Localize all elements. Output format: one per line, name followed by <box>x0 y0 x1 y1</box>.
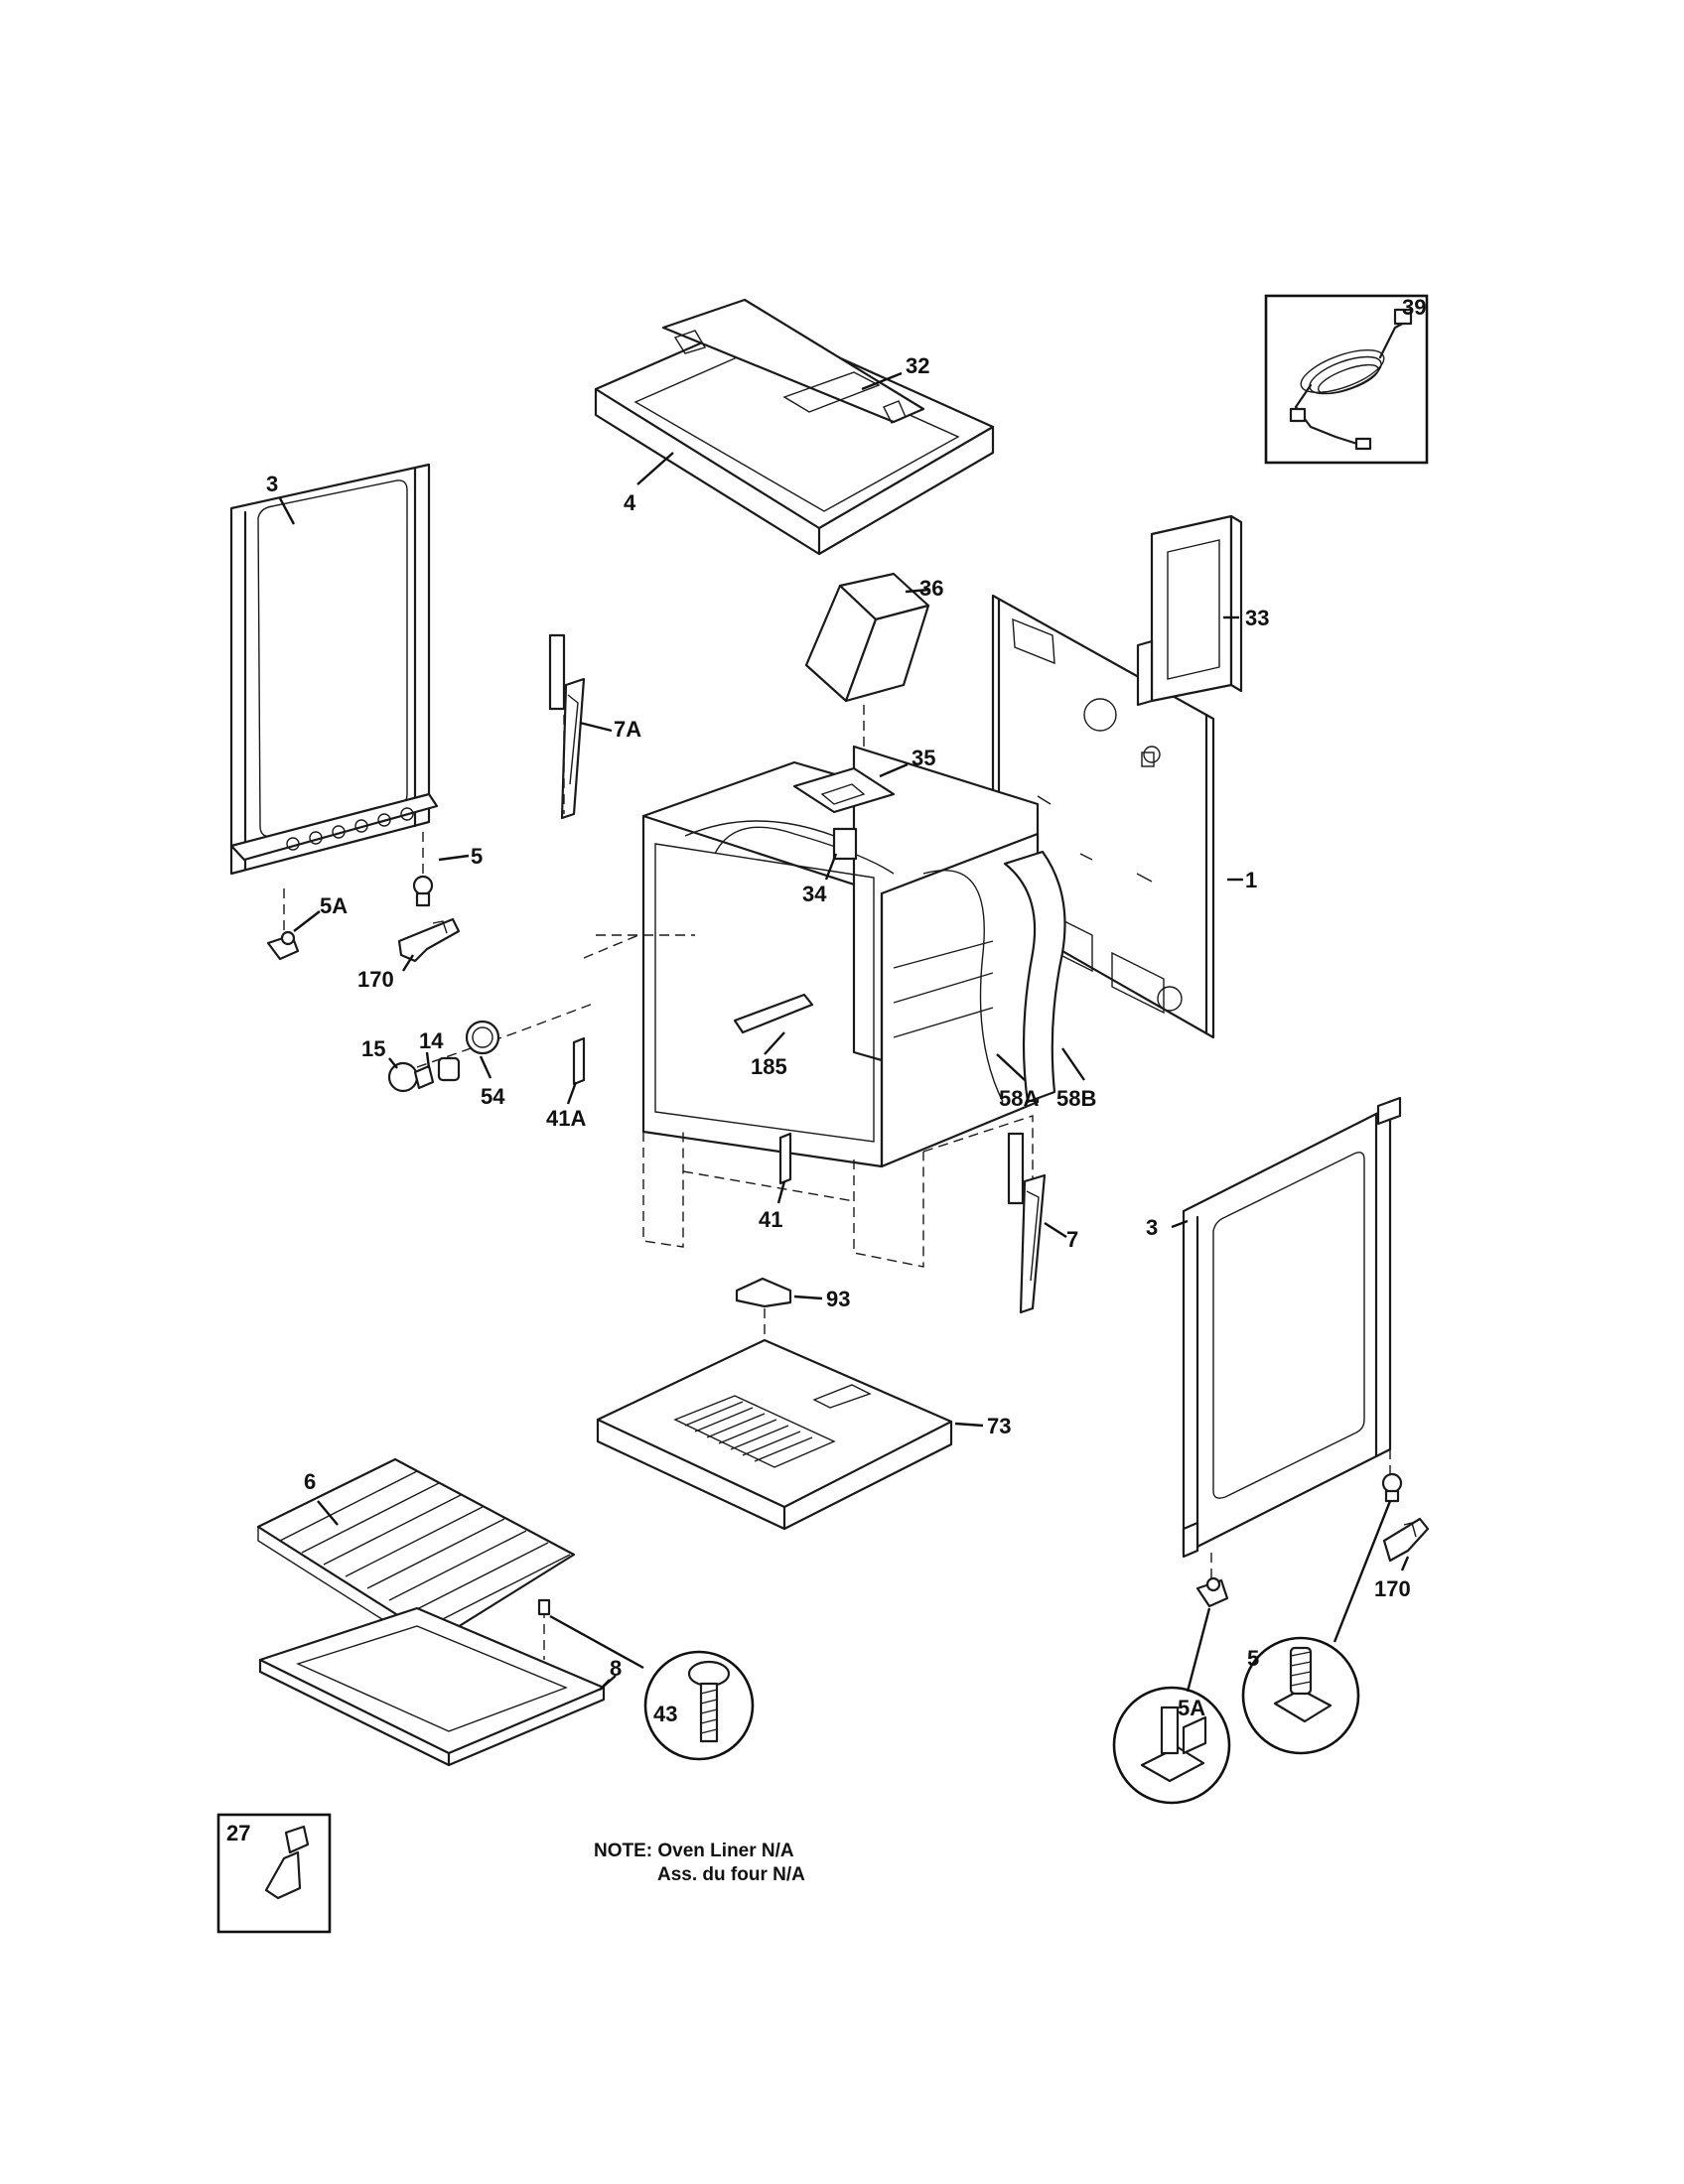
label-170-right: 170 <box>1374 1576 1411 1601</box>
storage-drawer-bottom <box>596 1338 953 1531</box>
label-32: 32 <box>906 353 929 378</box>
label-33: 33 <box>1245 606 1269 630</box>
label-5A-left: 5A <box>320 893 348 918</box>
leader-lines <box>278 371 1410 1693</box>
label-7A: 7A <box>614 717 641 742</box>
label-58A: 58A <box>999 1086 1039 1111</box>
label-93: 93 <box>826 1287 850 1311</box>
right-side-panel <box>1182 1096 1402 1580</box>
label-54: 54 <box>481 1084 505 1109</box>
label-170-left: 170 <box>357 967 394 992</box>
label-43: 43 <box>653 1702 677 1726</box>
label-35: 35 <box>912 746 935 770</box>
label-73: 73 <box>987 1414 1011 1438</box>
label-5-left: 5 <box>471 844 483 869</box>
bracket-170-right <box>1382 1517 1430 1563</box>
screw-43-detail <box>643 1650 755 1761</box>
leg-5A-detail <box>1112 1686 1231 1805</box>
housing-panel <box>1136 514 1243 707</box>
callout-labels: 3 32 4 39 36 33 7A 35 1 5 34 5A 170 14 1… <box>226 295 1426 1845</box>
label-3-left: 3 <box>266 472 278 496</box>
oven-body <box>583 745 1040 1268</box>
power-cord <box>1264 294 1429 465</box>
lamp-assembly <box>387 1002 597 1093</box>
label-4: 4 <box>624 490 636 515</box>
note-line-2: Ass. du four N/A <box>657 1864 805 1885</box>
label-7: 7 <box>1066 1227 1078 1252</box>
leg-5-detail <box>1241 1636 1360 1755</box>
note: NOTE: Oven Liner N/A Ass. du four N/A <box>594 1841 805 1885</box>
insulation <box>684 820 1066 1104</box>
door-hinge-lower <box>1007 1132 1047 1314</box>
label-5A-right: 5A <box>1178 1696 1205 1720</box>
leveling-leg <box>266 832 434 961</box>
label-1: 1 <box>1245 868 1257 892</box>
part-27-box <box>216 1813 332 1934</box>
broiler-pan <box>258 1598 606 1767</box>
note-line-1: NOTE: Oven Liner N/A <box>594 1841 794 1861</box>
label-58B: 58B <box>1056 1086 1096 1111</box>
label-15: 15 <box>361 1036 385 1061</box>
label-34: 34 <box>802 882 827 906</box>
top-frame <box>594 298 995 556</box>
label-39: 39 <box>1402 295 1426 320</box>
bracket-170-left <box>397 917 461 963</box>
left-side-panel <box>229 463 439 876</box>
label-36: 36 <box>919 576 943 601</box>
label-8: 8 <box>610 1656 622 1681</box>
clip-41A <box>572 1036 586 1086</box>
label-185: 185 <box>751 1054 787 1079</box>
label-6: 6 <box>304 1469 316 1494</box>
vent-plate <box>792 766 896 861</box>
vent-duct <box>804 572 930 754</box>
door-hinge-upper <box>548 633 586 820</box>
leveling-leg-right <box>1195 1472 1403 1608</box>
clip-41 <box>778 1132 792 1185</box>
label-5-right: 5 <box>1247 1646 1259 1671</box>
label-3-right: 3 <box>1146 1215 1158 1240</box>
label-14: 14 <box>419 1028 444 1053</box>
label-41A: 41A <box>546 1106 586 1131</box>
glide-93 <box>735 1277 792 1338</box>
label-41: 41 <box>759 1207 782 1232</box>
label-27: 27 <box>226 1821 250 1845</box>
